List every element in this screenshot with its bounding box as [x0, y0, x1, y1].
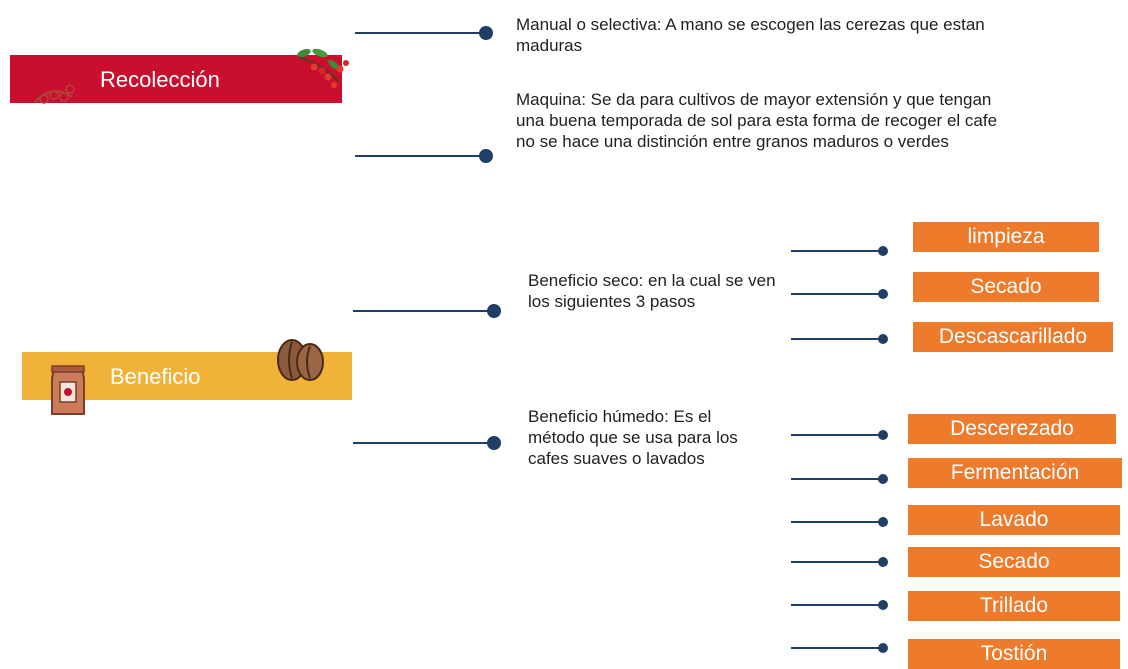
beneficio-humedo-text: Beneficio húmedo: Es el método que se us… — [528, 407, 738, 468]
connector-humedo-step-3 — [791, 517, 888, 527]
connector-humedo — [353, 436, 501, 450]
connector-seco-step-3 — [791, 334, 888, 344]
coffee-bag-icon — [51, 365, 85, 415]
method-maquina-text: Maquina: Se da para cultivos de mayor ex… — [516, 90, 998, 151]
step-humedo-5: Trillado — [908, 591, 1120, 621]
beneficio-banner: Beneficio — [22, 339, 352, 415]
connector-humedo-step-2 — [791, 474, 888, 484]
step-humedo-1: Descerezado — [908, 414, 1116, 444]
coffee-cherry-branch-icon — [297, 48, 349, 88]
step-seco-1: limpieza — [913, 222, 1099, 252]
recoleccion-banner: Recolección — [10, 48, 349, 104]
step-humedo-3: Lavado — [908, 505, 1120, 535]
connector-seco — [353, 304, 501, 318]
connector-humedo-step-5 — [791, 600, 888, 610]
recoleccion-label: Recolección — [100, 67, 220, 92]
beneficio-seco-text: Beneficio seco: en la cual se ven los si… — [528, 271, 776, 311]
step-humedo-6: Tostión — [908, 639, 1120, 669]
beneficio-label: Beneficio — [110, 364, 201, 389]
step-humedo-4: Secado — [908, 547, 1120, 577]
step-humedo-2: Fermentación — [908, 458, 1122, 488]
method-manual-text: Manual o selectiva: A mano se escogen la… — [516, 15, 985, 55]
connector-maquina — [355, 149, 493, 163]
connector-manual — [355, 26, 493, 40]
coffee-branch-icon — [33, 84, 75, 104]
coffee-bean-icon — [277, 339, 324, 381]
connector-humedo-step-1 — [791, 430, 888, 440]
step-seco-3: Descascarillado — [913, 322, 1113, 352]
connector-humedo-step-6 — [791, 643, 888, 653]
connector-seco-step-1 — [791, 246, 888, 256]
step-seco-2: Secado — [913, 272, 1099, 302]
connector-seco-step-2 — [791, 289, 888, 299]
connector-humedo-step-4 — [791, 557, 888, 567]
